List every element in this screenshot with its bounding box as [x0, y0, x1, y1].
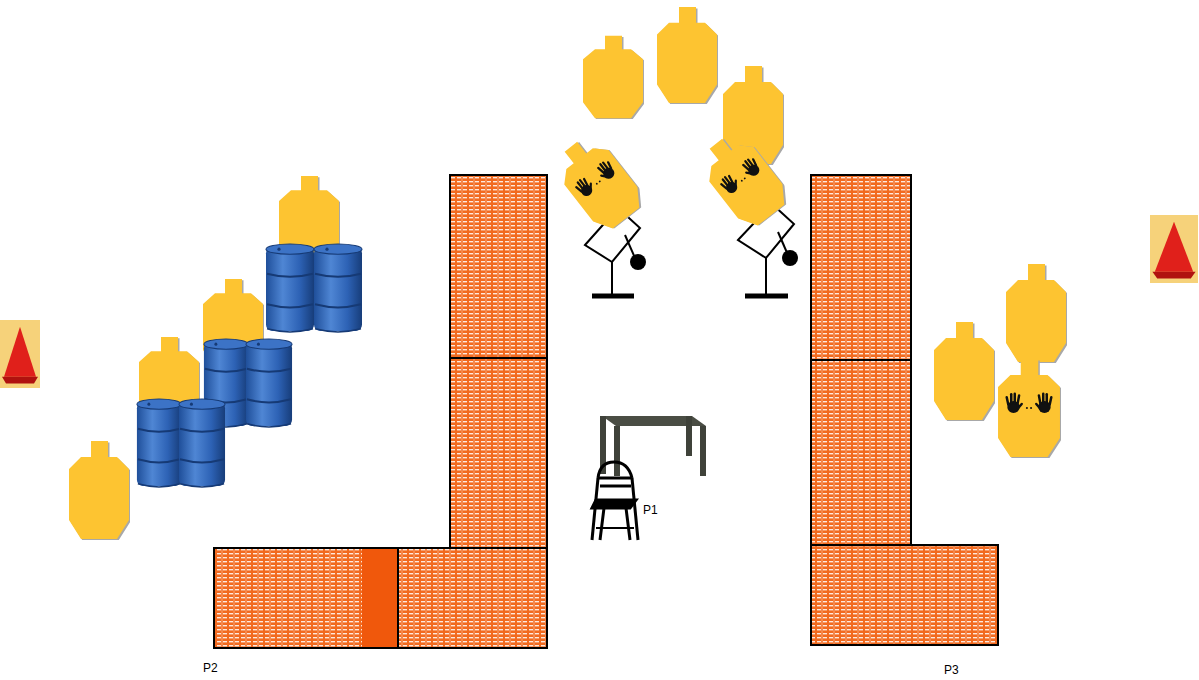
position-label: P2 — [203, 661, 218, 675]
popper-no-shoot — [548, 126, 798, 296]
position-label: P1 — [643, 503, 658, 517]
paper-target — [583, 7, 785, 166]
table — [600, 416, 706, 476]
barrel — [137, 244, 362, 487]
chair — [592, 462, 638, 540]
paper-target — [69, 176, 341, 541]
position-label: P3 — [944, 663, 959, 677]
paper-target — [934, 264, 1068, 459]
cone — [0, 215, 1198, 388]
wall — [214, 175, 998, 648]
